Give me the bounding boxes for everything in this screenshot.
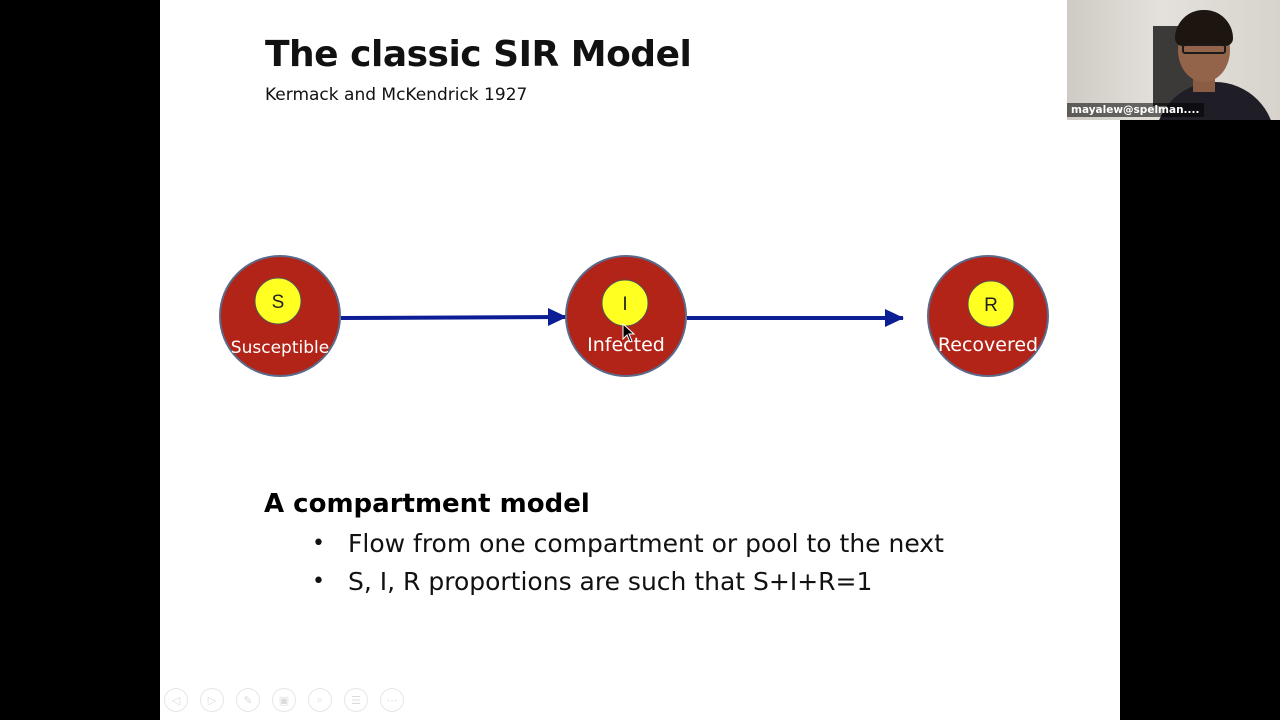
presentation-slide: The classic SIR Model Kermack and McKend… [160, 0, 1120, 720]
participant-glasses [1182, 44, 1226, 54]
sir-diagram: S Susceptible I Infected R Recovered [219, 255, 1049, 377]
prev-icon[interactable]: ◁ [164, 688, 188, 712]
label-infected: Infected [587, 334, 665, 356]
arrowhead-s-to-i-icon [548, 308, 567, 326]
mouse-pointer-icon [622, 323, 636, 343]
badge-r [967, 280, 1015, 328]
next-icon[interactable]: ▷ [200, 688, 224, 712]
bullet-dot-icon: • [312, 569, 325, 594]
slides-icon[interactable]: ▣ [272, 688, 296, 712]
badge-s [254, 277, 302, 325]
zoom-icon[interactable]: ⌕ [308, 688, 332, 712]
arrowhead-i-to-r-icon [885, 309, 904, 327]
bullet-item: • S, I, R proportions are such that S+I+… [310, 563, 944, 601]
bullet-list: • Flow from one compartment or pool to t… [310, 525, 944, 601]
bullet-dot-icon: • [312, 531, 325, 556]
letter-i: I [622, 294, 627, 315]
more-icon[interactable]: ⋯ [380, 688, 404, 712]
arrow-s-to-i [340, 315, 567, 320]
menu-icon[interactable]: ☰ [344, 688, 368, 712]
bullet-item: • Flow from one compartment or pool to t… [310, 525, 944, 563]
participant-video-tile[interactable]: mayalew@spelman.... [1067, 0, 1280, 120]
pen-icon[interactable]: ✎ [236, 688, 260, 712]
slideshow-toolbar: ◁ ▷ ✎ ▣ ⌕ ☰ ⋯ [164, 688, 404, 712]
compartment-susceptible: S Susceptible [219, 255, 341, 377]
letter-s: S [272, 292, 285, 313]
slide-subtitle: Kermack and McKendrick 1927 [265, 85, 528, 105]
compartment-infected: I Infected [565, 255, 687, 377]
label-susceptible: Susceptible [231, 338, 329, 358]
bullet-text: Flow from one compartment or pool to the… [348, 529, 944, 558]
section-heading: A compartment model [264, 489, 590, 519]
slide-title: The classic SIR Model [265, 34, 692, 75]
participant-hair [1175, 10, 1233, 46]
participant-name-label: mayalew@spelman.... [1067, 103, 1204, 117]
letter-r: R [984, 295, 998, 316]
compartment-recovered: R Recovered [927, 255, 1049, 377]
label-recovered: Recovered [938, 334, 1038, 356]
bullet-text: S, I, R proportions are such that S+I+R=… [348, 567, 873, 596]
